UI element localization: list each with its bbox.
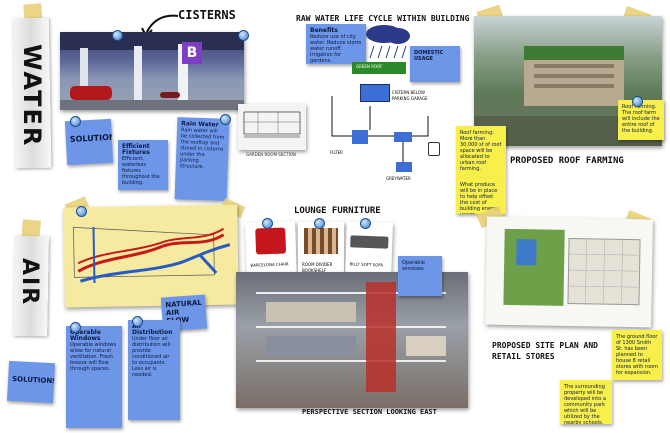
garden-section-caption: GARDEN ROOM SECTION (246, 152, 296, 157)
air-solutions-note: SOLUTIONS (6, 360, 56, 404)
pushpin-icon (70, 116, 81, 127)
furniture-2-label: ROOM DIVIDER BOOKSHELF (302, 262, 333, 273)
efficient-fixtures-note: Efficient Fixtures Efficient, waterless … (118, 140, 168, 190)
roof-farming-note-2: Roof farming: More than 30,000 sf of roo… (456, 126, 506, 178)
rain-water-text: Rain water will be collected from the ro… (179, 127, 225, 171)
greywater-label: GREYWATER (386, 176, 411, 181)
site-plan-note-2: The surrounding property will be develop… (560, 380, 612, 424)
roof-farming-note-3: What produce will be in place to help of… (456, 178, 506, 214)
pushpin-icon (360, 218, 371, 229)
pushpin-icon (76, 206, 87, 217)
site-plan-image (485, 216, 653, 328)
cisterns-title: CISTERNS (178, 8, 236, 22)
rain-water-note: Rain Water Rain water will be collected … (174, 117, 230, 201)
roof-farming-note-1: Roof Farming. The roof farm will include… (618, 100, 664, 140)
life-cycle-title: RAW WATER LIFE CYCLE WITHIN BUILDING (296, 14, 470, 23)
water-flow-diagram (331, 96, 429, 172)
rain-cloud-icon (366, 25, 410, 59)
operable-windows-title: Operable Windows (70, 329, 101, 342)
cistern-tank (360, 84, 390, 102)
furniture-3-label: BILLY SOFT SOFA (349, 261, 384, 268)
site-plan-title: PROPOSED SITE PLAN AND RETAIL STORES (492, 341, 598, 361)
pushpin-icon (262, 218, 273, 229)
pushpin-icon (238, 30, 249, 41)
filter-label: FILTER (330, 150, 343, 155)
benefits-text: Reduce use of city water. Reduce storm w… (310, 34, 362, 64)
pushpin-icon (70, 322, 81, 333)
green-roof-block (352, 62, 406, 74)
operable-windows-note: Operable Windows Operable windows allow … (66, 326, 122, 428)
furniture-card-2: ROOM DIVIDER BOOKSHELF (298, 222, 344, 280)
water-label: WATER (18, 44, 46, 148)
air-distribution-note: Air Distribution Under floor air distrib… (128, 320, 180, 420)
cistern-label: CISTERN BELOW PARKING GARAGE (392, 90, 428, 101)
air-flow-sketch (63, 204, 239, 308)
proposed-roof-farming-title: PROPOSED ROOF FARMING (510, 156, 624, 166)
lounge-title: LOUNGE FURNITURE (294, 206, 381, 216)
cisterns-photo: B (60, 32, 244, 110)
domestic-usage-label: DOMESTIC USAGE (414, 50, 444, 62)
air-label: AIR (17, 258, 42, 307)
benefits-note: Benefits Reduce use of city water. Reduc… (306, 24, 366, 64)
toilet-icon (428, 142, 440, 156)
efficient-fixtures-text: Efficient, waterless fixtures throughout… (122, 156, 160, 186)
furniture-1-label: BARCELONA CHAIR (250, 261, 289, 268)
section-caption: PERSPECTIVE SECTION LOOKING EAST (302, 408, 437, 416)
domestic-usage-note: DOMESTIC USAGE (410, 46, 460, 82)
pushpin-icon (220, 114, 231, 125)
site-plan-note-1: The ground floor of 1300 Smith St. has b… (612, 330, 662, 380)
air-distribution-text: Under floor air distribution will provid… (132, 336, 171, 378)
pushpin-icon (132, 316, 143, 327)
operable-windows-sticky: Operable windows (398, 256, 442, 296)
green-roof-label: GREEN ROOF (356, 64, 383, 69)
garden-section-sketch (238, 104, 306, 150)
benefits-title: Benefits (310, 27, 338, 34)
pushpin-icon (112, 30, 123, 41)
pushpin-icon (314, 218, 325, 229)
operable-windows-text: Operable windows allow for natural venti… (70, 342, 117, 372)
efficient-fixtures-title: Efficient Fixtures (122, 143, 150, 156)
pushpin-icon (632, 96, 643, 107)
